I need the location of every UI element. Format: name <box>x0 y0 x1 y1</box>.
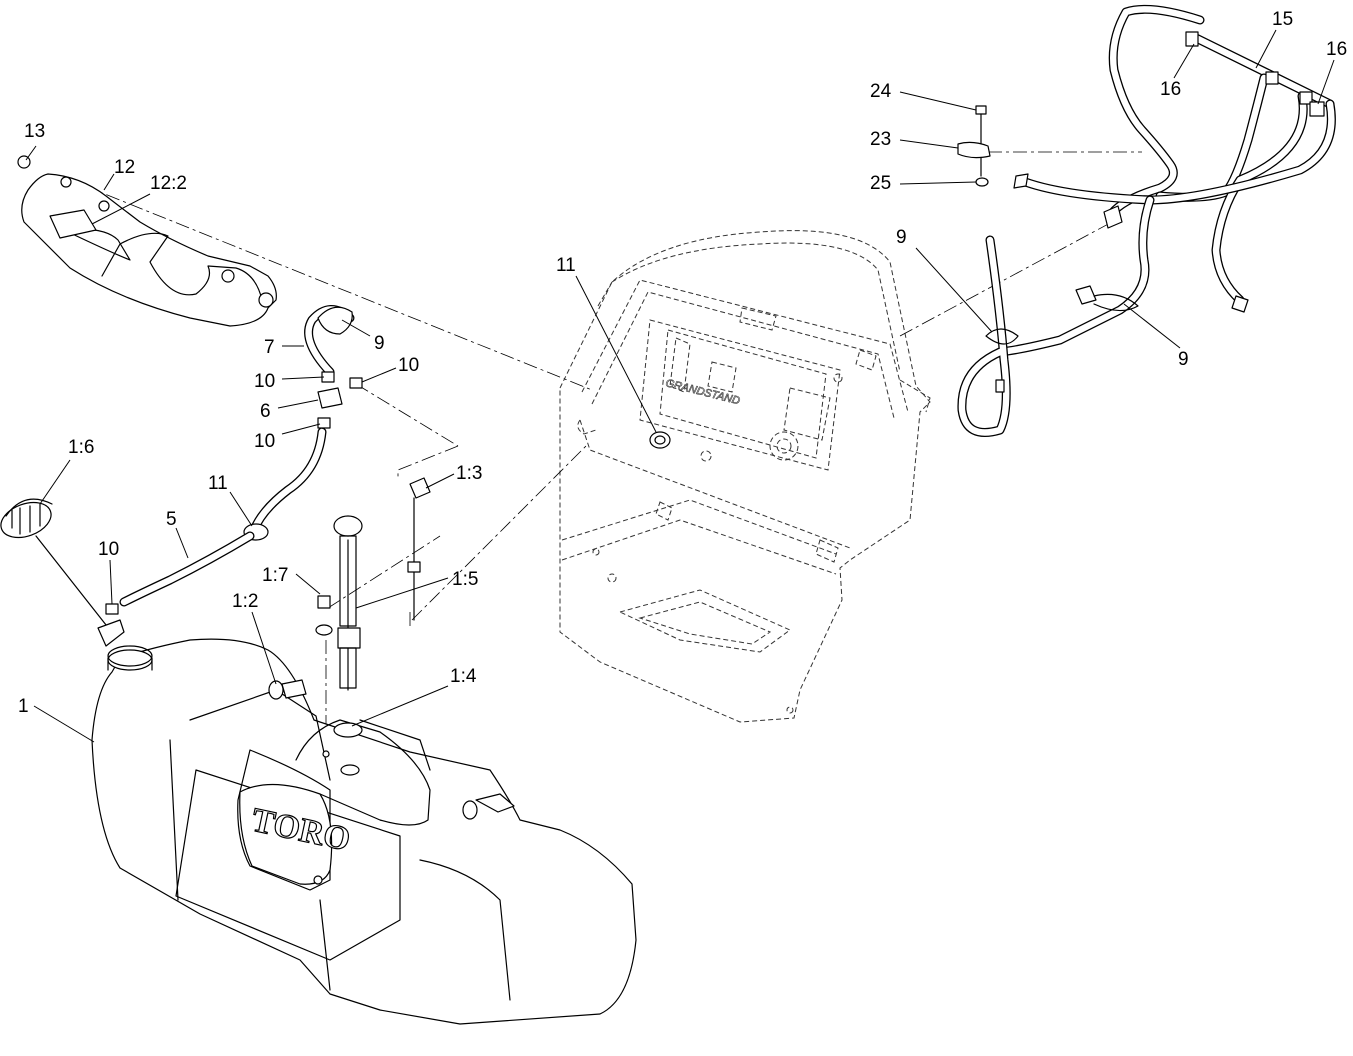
callout-5: 5 <box>166 509 177 530</box>
callout-6: 6 <box>260 401 271 422</box>
callout-1-5: 1:5 <box>452 569 479 590</box>
hose-harness <box>957 4 1336 437</box>
callout-1-6: 1:6 <box>68 437 95 458</box>
callout-10: 10 <box>398 355 420 376</box>
callout-13: 13 <box>24 121 46 142</box>
callout-7: 7 <box>264 337 275 358</box>
callout-9: 9 <box>1178 349 1189 370</box>
callout-16: 16 <box>1326 39 1348 60</box>
callout-23: 23 <box>870 129 892 150</box>
callout-12: 12 <box>114 157 136 178</box>
callout-16: 16 <box>1160 79 1182 100</box>
callout-9: 9 <box>896 227 907 248</box>
callout-10: 10 <box>98 539 120 560</box>
callout-1-2: 1:2 <box>232 591 259 612</box>
callout-24: 24 <box>870 81 892 102</box>
callout-1-3: 1:3 <box>456 463 483 484</box>
fuel-sender <box>315 477 431 691</box>
clamp-hardware <box>957 105 991 187</box>
grommet <box>649 431 671 449</box>
callout-9: 9 <box>374 333 385 354</box>
callout-1: 1 <box>18 696 29 717</box>
machine-frame: GRANDSTAND <box>559 230 931 723</box>
callout-11: 11 <box>208 473 228 494</box>
callout-12-2: 12:2 <box>150 173 187 194</box>
callout-15: 15 <box>1272 9 1294 30</box>
callout-10: 10 <box>254 371 276 392</box>
vent-hose-assembly <box>105 305 363 615</box>
callout-1-7: 1:7 <box>262 565 289 586</box>
callout-11: 11 <box>556 255 576 276</box>
shield-panel <box>17 155 277 327</box>
callout-10: 10 <box>254 431 276 452</box>
callout-leaders <box>25 29 1335 743</box>
fuel-cap-tether <box>0 498 125 647</box>
frame-logo-text: GRANDSTAND <box>664 377 741 407</box>
callout-25: 25 <box>870 173 892 194</box>
fuel-tank: TORO <box>91 638 637 1025</box>
callout-1-4: 1:4 <box>450 666 477 687</box>
